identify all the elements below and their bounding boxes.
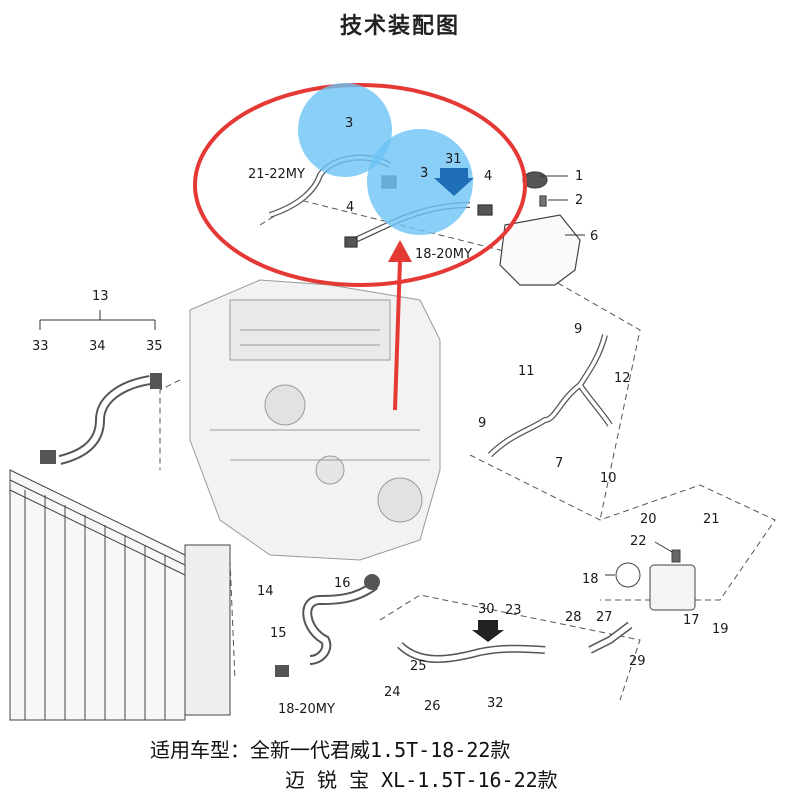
diagram-title: 技术装配图: [339, 14, 460, 39]
part-label: 35: [146, 339, 163, 354]
part-label: 9: [478, 416, 486, 431]
part-label: 29: [629, 654, 646, 669]
black-down-arrow: [472, 620, 504, 642]
part-label: 4: [346, 200, 354, 215]
applicable-model-line-2: 迈 锐 宝 XL-1.5T-16-22款: [285, 768, 558, 792]
leader-lines: [39, 175, 673, 576]
part-label: 26: [424, 699, 441, 714]
part-labels: 1 2 3 3 4 4 6 7 9 9 10 11 12 13 14 15 16…: [32, 116, 729, 714]
coolant-reservoir: [499, 171, 581, 286]
part-label: 2: [575, 193, 583, 208]
part-label: 25: [410, 659, 427, 674]
right-hose-assembly: [487, 334, 613, 458]
part-label: 3: [420, 166, 428, 181]
year-label-top-left: 21-22MY: [248, 167, 305, 182]
red-highlight-ellipse: [193, 83, 527, 287]
part-label: 4: [484, 169, 492, 184]
part-label: 7: [555, 456, 563, 471]
part-label: 9: [574, 322, 582, 337]
part-label: 3: [345, 116, 353, 131]
part-label: 34: [89, 339, 106, 354]
blue-down-arrow: [434, 168, 474, 196]
part-label: 14: [257, 584, 274, 599]
applicable-model-line-1: 适用车型：全新一代君威1.5T-18-22款: [150, 738, 511, 762]
part-label: 22: [630, 534, 647, 549]
part-label: 24: [384, 685, 401, 700]
year-label-top-right: 18-20MY: [415, 247, 472, 262]
highlight-circle-right: [367, 129, 473, 235]
part-label: 28: [565, 610, 582, 625]
part-label: 15: [270, 626, 287, 641]
part-label: 21: [703, 512, 720, 527]
part-label: 13: [92, 289, 109, 304]
part-label: 23: [505, 603, 522, 618]
left-hose: [40, 373, 162, 465]
year-label-bottom: 18-20MY: [278, 702, 335, 717]
engine-block: [189, 279, 441, 561]
part-label: 6: [590, 229, 598, 244]
radiator: [9, 469, 231, 721]
part-label: 19: [712, 622, 729, 637]
part-label: 12: [614, 371, 631, 386]
part-label: 27: [596, 610, 613, 625]
part-label: 31: [445, 152, 462, 167]
red-pointer-arrow: [388, 240, 412, 411]
part-label: 20: [640, 512, 657, 527]
lower-hose: [275, 574, 380, 677]
thermostat-housing: [615, 549, 696, 611]
bottom-pipe: [397, 621, 633, 663]
right-hose-inner: [488, 334, 612, 457]
part-label: 16: [334, 576, 351, 591]
part-label: 33: [32, 339, 49, 354]
highlight-circle-left: [298, 83, 392, 177]
part-label: 17: [683, 613, 700, 628]
part-label: 1: [575, 169, 583, 184]
part-label: 10: [600, 471, 617, 486]
part-label: 11: [518, 364, 535, 379]
part-label: 30: [478, 602, 495, 617]
part-label: 18: [582, 572, 599, 587]
part-label: 32: [487, 696, 504, 711]
